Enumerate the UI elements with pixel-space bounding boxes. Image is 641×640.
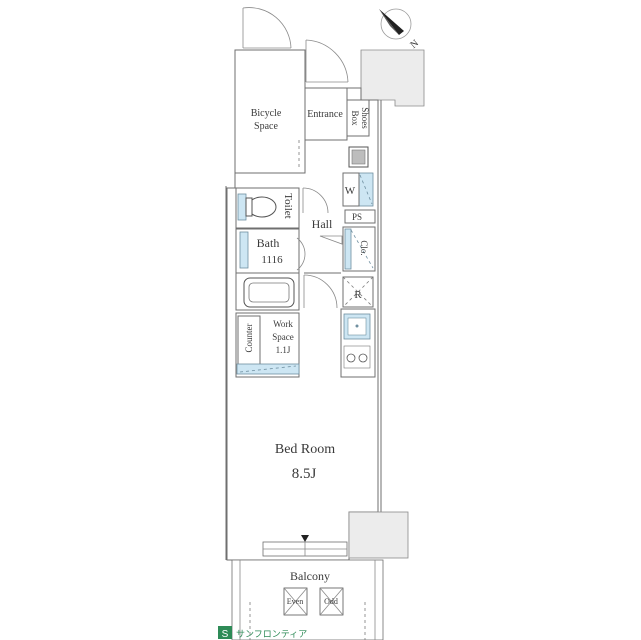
shoes-box-label-2: Box (350, 110, 360, 126)
bicycle-space-label-1: Bicycle (251, 108, 282, 119)
bath-label-1: Bath (257, 236, 280, 250)
shoes-box (346, 99, 370, 137)
bed-room-label: Bed Room (275, 442, 335, 457)
evacuation-hatch-even: Even (283, 587, 308, 616)
bedroom-window (262, 535, 348, 557)
evacuation-hatch-odd: Odd (319, 587, 344, 616)
hall-label: Hall (312, 217, 333, 231)
entrance-area (304, 87, 348, 141)
north-arrow-icon: N (379, 8, 421, 51)
closet-label: Clo. (359, 240, 369, 255)
shoes-box-label-1: Shoes (360, 107, 370, 129)
work-space-label-3: 1.1J (276, 345, 291, 355)
bicycle-space-room (234, 49, 306, 174)
company-logo: S サンフロンティア (218, 626, 307, 640)
bicycle-space-label-2: Space (254, 121, 278, 132)
logo-text: サンフロンティア (236, 629, 307, 639)
bathtub (243, 277, 295, 308)
bath-label-2: 1116 (261, 254, 283, 266)
outdoor-notch (348, 511, 409, 559)
ps-label: PS (352, 212, 362, 222)
pipe-space (344, 209, 376, 224)
stove (343, 345, 371, 369)
toilet-label: Toilet (282, 193, 294, 219)
work-space-label-1: Work (273, 319, 293, 329)
entrance-label: Entrance (307, 109, 343, 120)
refrigerator-label: R (354, 289, 362, 301)
balcony-label: Balcony (290, 569, 330, 583)
bed-room-size: 8.5J (292, 466, 317, 482)
outdoor-unit-area (360, 49, 425, 107)
balcony (231, 559, 384, 640)
counter-label: Counter (244, 324, 254, 353)
work-space-label-2: Space (272, 332, 294, 342)
svg-text:S: S (222, 629, 229, 640)
north-label: N (408, 38, 421, 51)
odd-label: Odd (324, 597, 338, 606)
washer-label: W (345, 185, 356, 197)
even-label: Even (287, 597, 303, 606)
